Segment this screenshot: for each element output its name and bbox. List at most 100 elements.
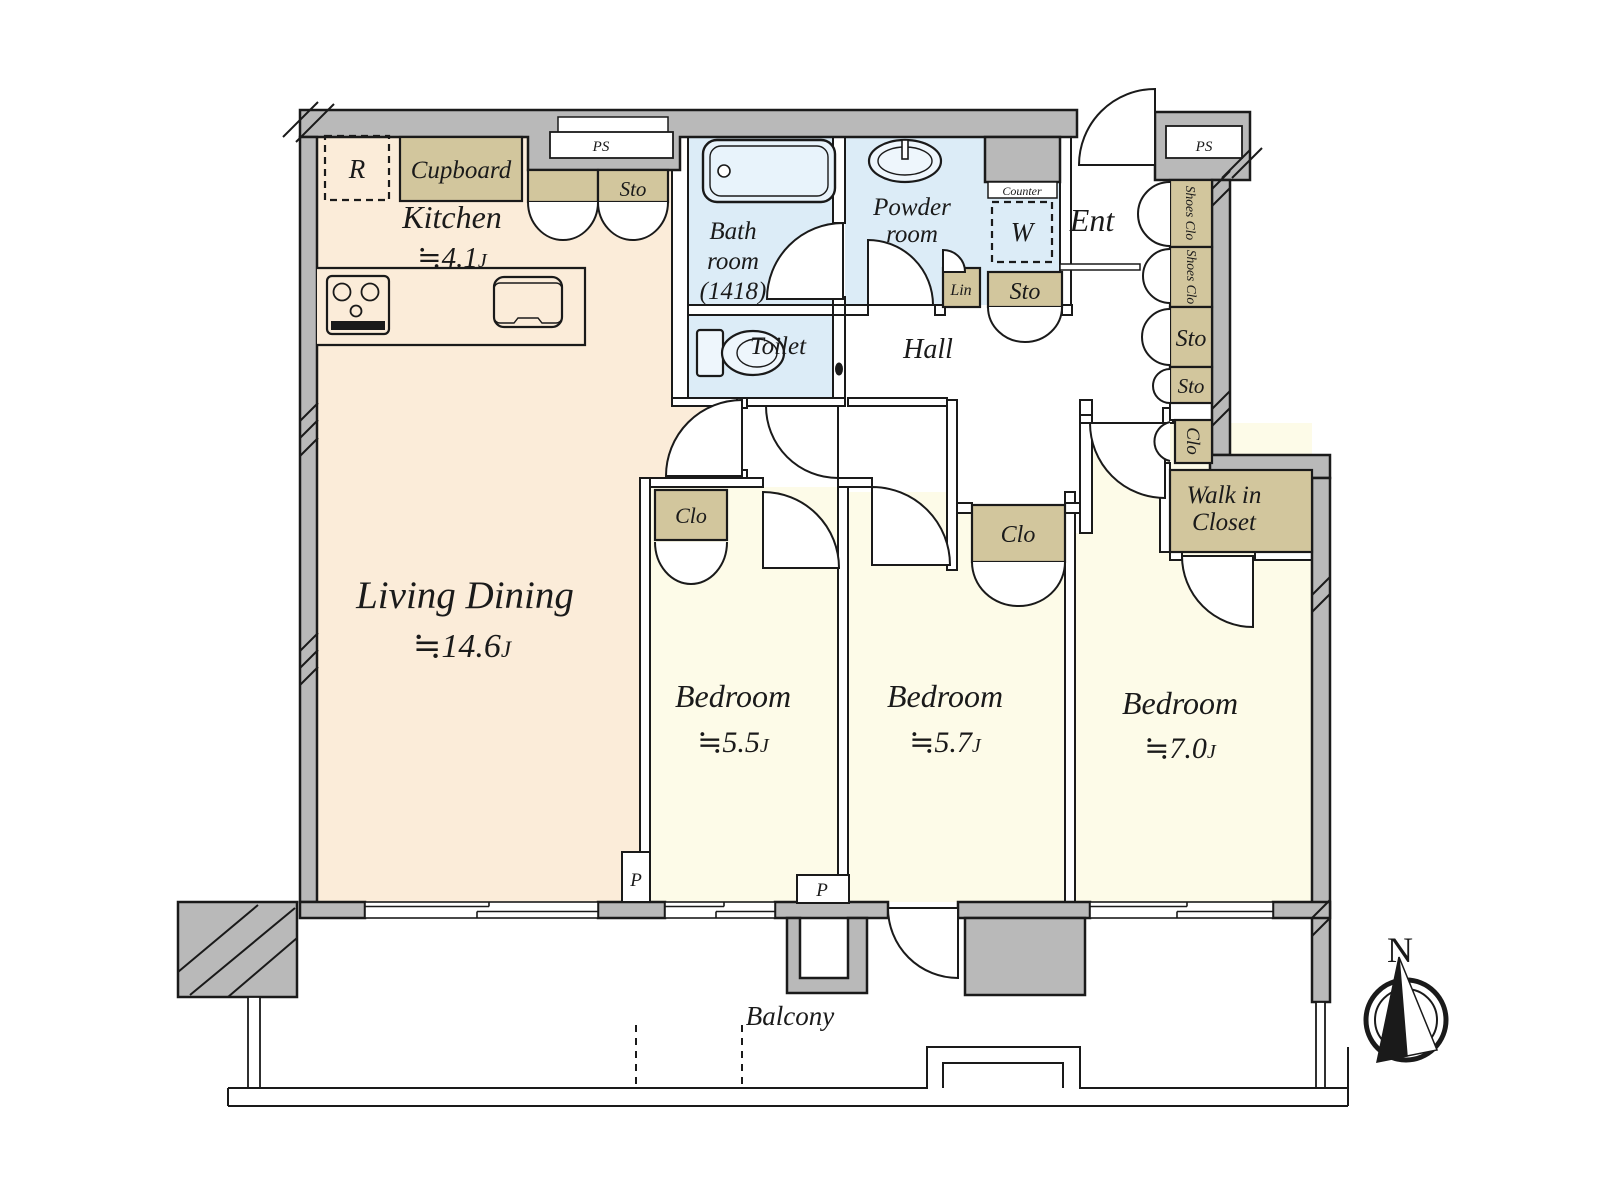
kitchen-fold-door-1: [527, 201, 599, 242]
bedroom1-clo-label: Clo: [675, 503, 707, 528]
balcony-divider-block: [176, 900, 299, 999]
pillar-box-1: [621, 851, 651, 903]
bedroom2-clo-box: [970, 503, 1067, 564]
kitchen-size: ≒4.1J: [417, 242, 488, 274]
bedroom1-clo-fold-door: [654, 541, 728, 586]
living-size: ≒14.6J: [413, 628, 513, 665]
hall-label: Hall: [902, 334, 953, 365]
bedroom2-size-value: ≒5.7: [909, 726, 974, 759]
washer-label: W: [1011, 217, 1036, 247]
wall-bottom-d: [956, 900, 1092, 920]
hall-sto-label-2: Sto: [1178, 374, 1205, 398]
hall-clo-box: [1173, 418, 1214, 465]
wall-bedroom1-top: [639, 477, 764, 488]
living-window-panes: [365, 902, 598, 918]
bedroom2-door-arc: [871, 485, 952, 566]
fridge-label: R: [348, 154, 366, 184]
bedroom2-label: Bedroom: [887, 678, 1003, 714]
toilet-label: Toilet: [750, 333, 807, 360]
bedroom3-size-value: ≒7.0: [1144, 732, 1207, 765]
faucet-icon: [901, 139, 909, 160]
wall-balcony-block: [963, 916, 1087, 997]
hatch-balcony-divider: [177, 904, 298, 998]
toilet-seat-icon: [736, 338, 778, 368]
balcony-label: Balcony: [746, 1001, 834, 1031]
living-size-unit: J: [501, 637, 513, 662]
bedroom3-size: ≒7.0J: [1144, 732, 1217, 765]
kitchen-size-value: ≒4.1: [417, 242, 478, 274]
sink-icon: [492, 275, 564, 329]
wall-bottom-e: [1271, 900, 1332, 920]
balcony-rail: [227, 1046, 1349, 1107]
pillar-box-2: [796, 874, 850, 904]
wall-niche-stub-right: [1064, 502, 1081, 514]
bath-label-3: (1418): [700, 278, 767, 305]
stove-grill-icon: [331, 321, 385, 330]
living-label: Living Dining: [355, 574, 574, 617]
bedroom1-clo-box: [653, 488, 729, 542]
bedroom1-window: [664, 901, 776, 919]
wall-hall-lower: [847, 397, 948, 407]
labels: Kitchen ≒4.1J Living Dining ≒14.6J Bath …: [348, 139, 1262, 1031]
hatch-left-lower: [299, 632, 319, 686]
windows: [364, 901, 1274, 919]
linen-label: Lin: [949, 282, 971, 299]
bedroom3-size-unit: J: [1207, 741, 1217, 763]
kitchen-size-unit: J: [478, 250, 488, 272]
wall-bedroom2-bedroom3: [1064, 491, 1076, 903]
bedroom2-clo-label: Clo: [1001, 522, 1036, 548]
bedroom2-clo-fold-door: [971, 561, 1066, 608]
ent-label: Ent: [1069, 202, 1116, 238]
sink-basin-icon: [493, 282, 563, 324]
outer-walls: [176, 108, 1332, 1004]
powder-label-2: room: [886, 221, 938, 248]
balcony-door-arc: [886, 907, 959, 980]
wall-bottom-b: [596, 900, 667, 920]
compass: N: [1363, 930, 1449, 1063]
wall-left: [298, 135, 319, 904]
compass-needle-light-icon: [1398, 956, 1439, 1057]
bedroom3-window-panes: [1090, 902, 1273, 918]
wall-powder-hall-c: [1061, 304, 1073, 316]
powder-door-arc: [867, 238, 935, 306]
hall-sto-label-1: Sto: [1176, 326, 1207, 352]
wall-hatching: [177, 101, 1331, 998]
dashed-fixtures: [323, 134, 1054, 264]
stove-burner-icon: [349, 304, 363, 318]
kitchen-storage-box: [526, 168, 600, 204]
kitchen-label: Kitchen: [401, 199, 502, 235]
wall-powder-hall-a: [844, 304, 869, 316]
hatch-left-upper: [299, 402, 319, 457]
wall-right-upper: [1210, 178, 1232, 457]
wall-right-lower: [1310, 476, 1332, 1004]
kitchen-fold-door-2: [597, 201, 669, 242]
wic-door-arc: [1180, 555, 1254, 629]
ps-box-top: [549, 131, 674, 159]
powder-sto-box: [986, 270, 1064, 309]
entrance-step: [1059, 263, 1141, 271]
wall-bedroom1-bedroom2: [837, 486, 849, 903]
stove-burner-icon: [332, 282, 352, 302]
wall-kitchen-bath: [671, 136, 689, 399]
bedroom1-label: Bedroom: [675, 678, 791, 714]
toilet-tank-icon: [695, 328, 725, 378]
hatch-right-lower: [1311, 899, 1331, 937]
wic-label-2: Closet: [1192, 509, 1257, 536]
hall-niche-floor: [957, 400, 1080, 505]
hall-clo-door: [1153, 421, 1171, 462]
wall-bedroom2-top: [837, 477, 873, 488]
ps-notch-top: [557, 116, 669, 134]
balcony-structure: [227, 1025, 1349, 1107]
wall-closet-divider: [1169, 402, 1213, 421]
wic-label-1: Walk in: [1187, 482, 1262, 509]
interior-walls: [639, 136, 1313, 903]
kitchen-sto-label: Sto: [620, 177, 647, 201]
corridor-door-arc: [764, 405, 839, 480]
hall-sto-door-1: [1141, 308, 1171, 366]
wall-toilet-door: [832, 314, 846, 399]
linen-door-arc: [942, 248, 967, 273]
compass-north-label: N: [1387, 930, 1413, 970]
bedroom2-size-unit: J: [972, 735, 982, 757]
bedroom1-size-value: ≒5.5: [697, 726, 760, 759]
